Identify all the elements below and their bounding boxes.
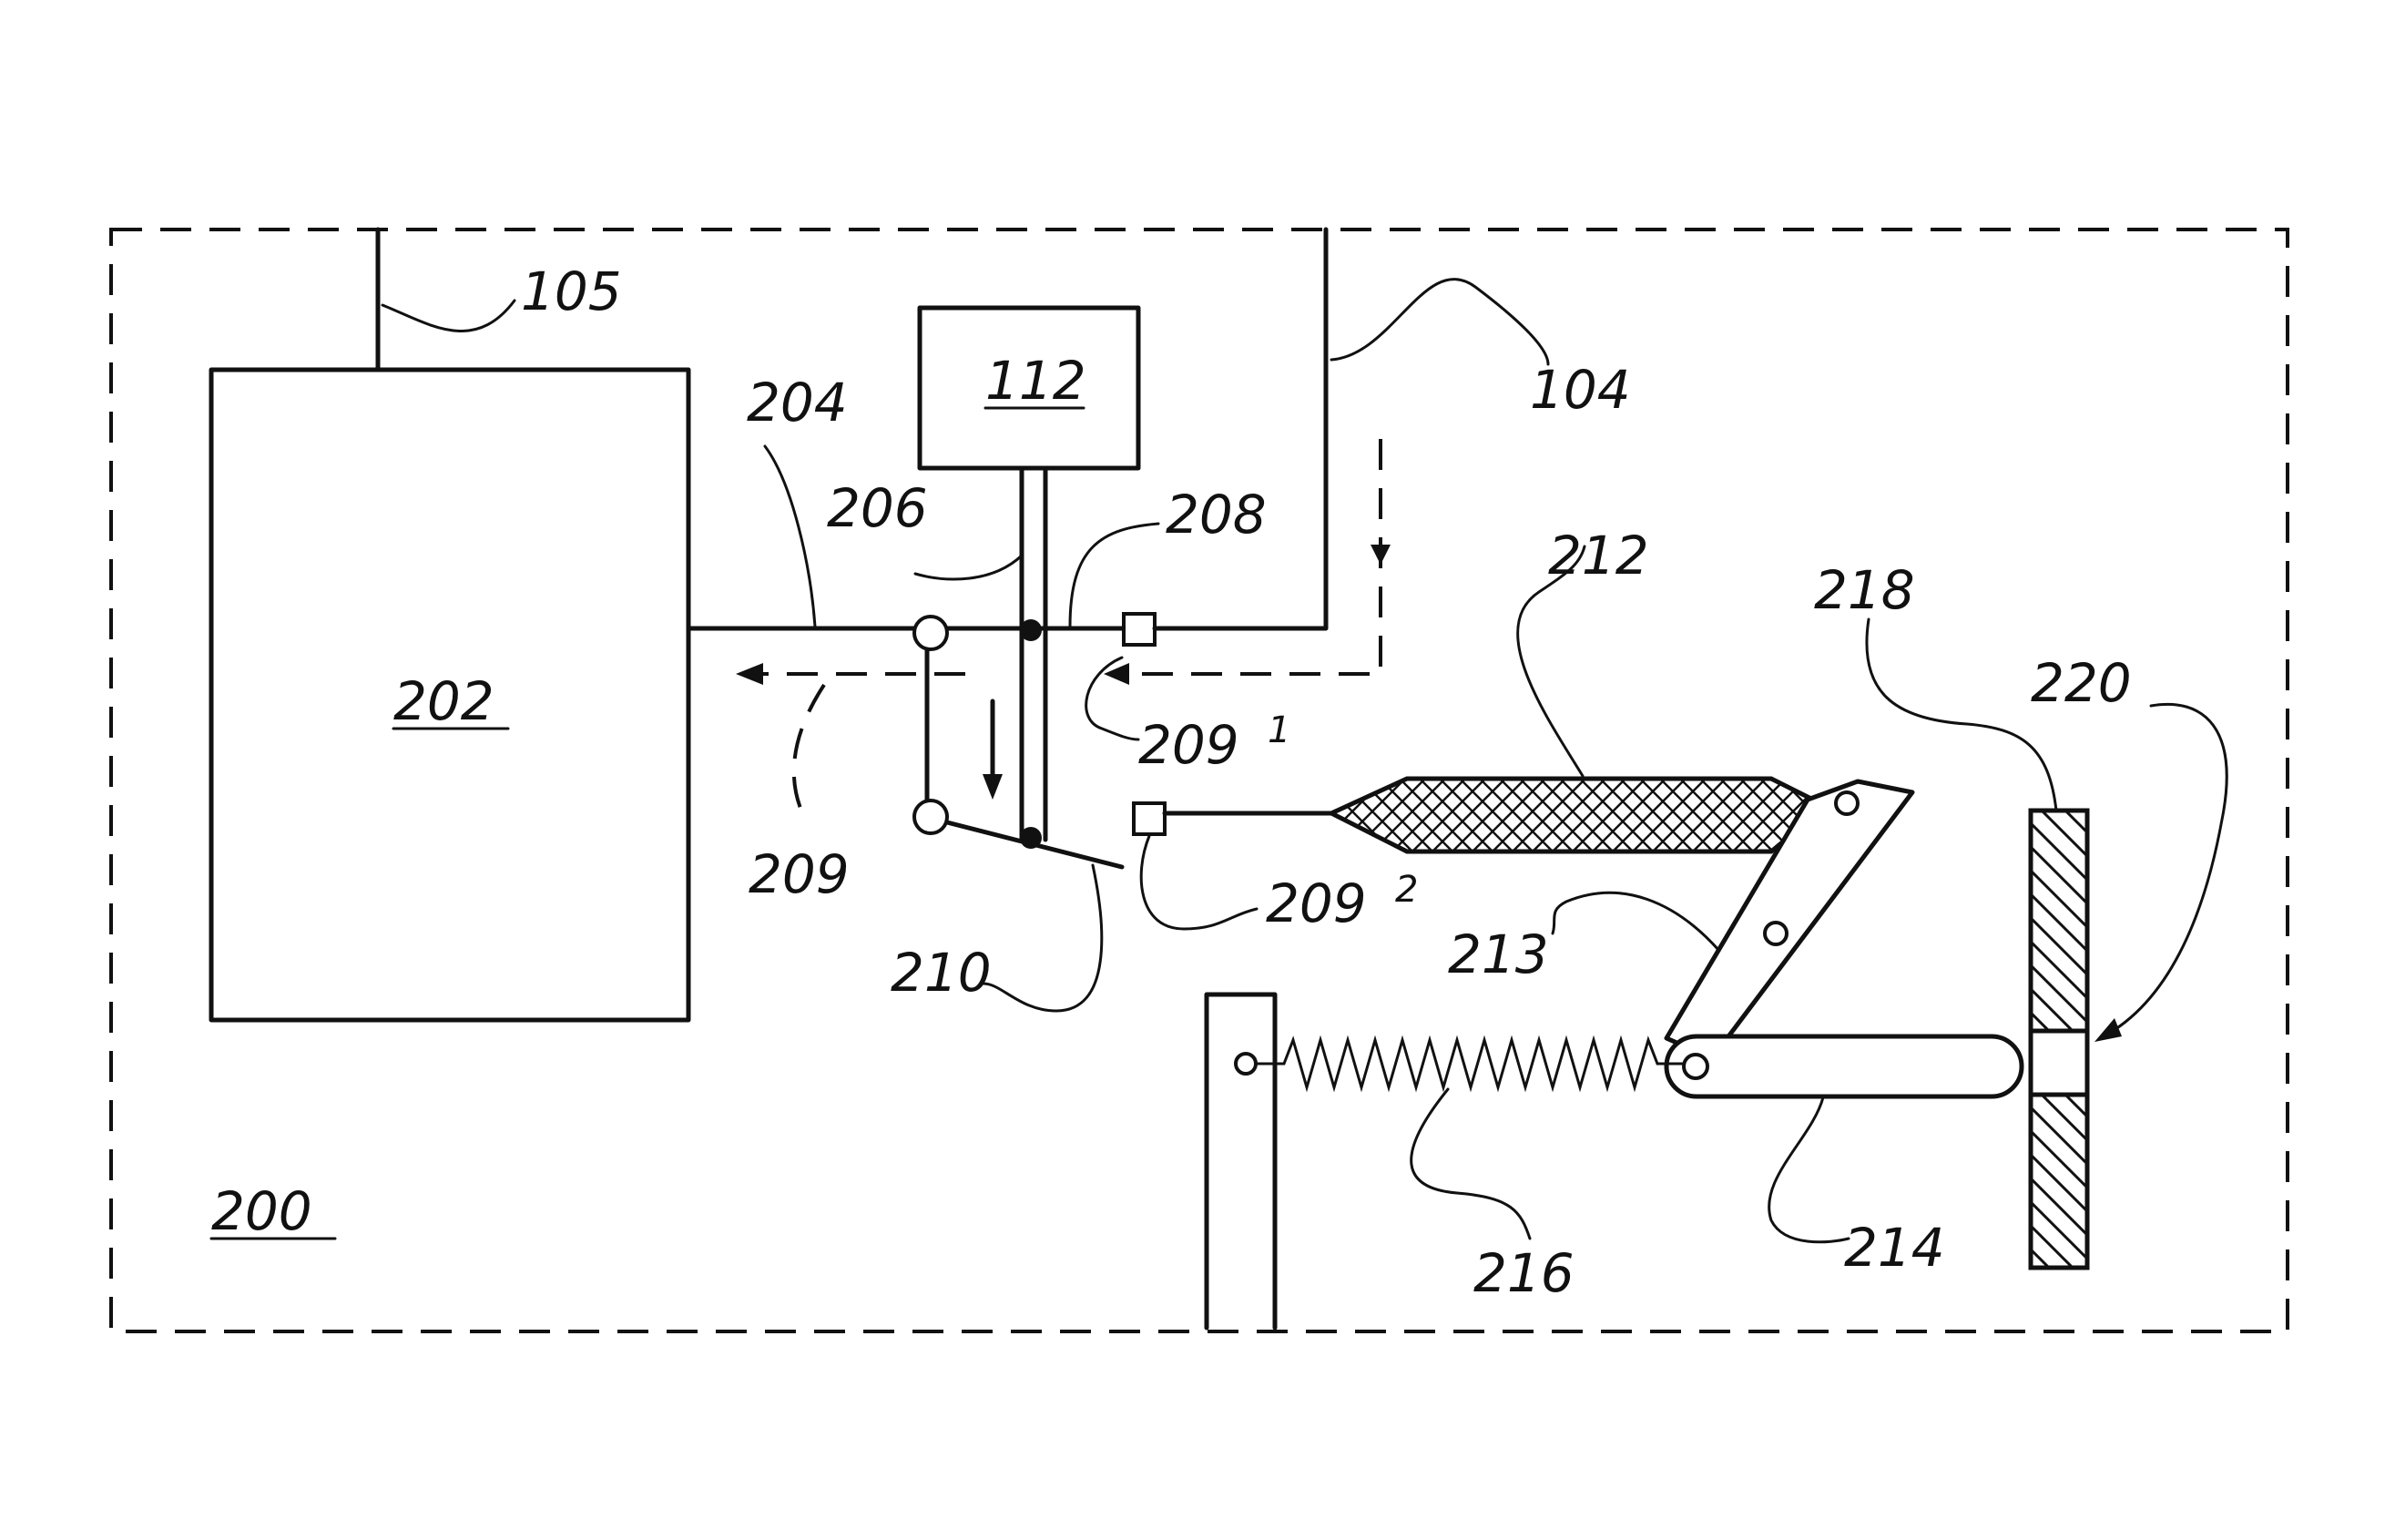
gate-lower (2031, 1095, 2087, 1268)
label-105: 105 (521, 260, 622, 322)
gate-gap (2031, 1031, 2087, 1095)
arrowhead-down-mid (983, 774, 1003, 800)
label-204: 204 (747, 372, 848, 433)
label-209-2: 209 (1266, 872, 1367, 934)
label-210: 210 (891, 942, 992, 1004)
leader-206 (915, 556, 1022, 579)
label-112: 112 (985, 350, 1086, 412)
leader-104 (1331, 280, 1548, 364)
valve-upper (914, 617, 947, 649)
label-209-1: 209 (1138, 714, 1239, 776)
leader-213 (1553, 892, 1719, 951)
leader-204 (765, 446, 815, 627)
label-104: 104 (1530, 359, 1631, 421)
line-104 (1167, 229, 1326, 628)
label-200: 200 (211, 1180, 312, 1242)
spring-anchor (1236, 1054, 1256, 1074)
leader-210 (983, 865, 1102, 1011)
label-209: 209 (749, 843, 850, 905)
wall-post (1207, 994, 1275, 1328)
bar-214 (1666, 1036, 2022, 1096)
leader-216 (1412, 1089, 1530, 1239)
leader-209 (794, 685, 824, 811)
sensor-209-1 (1124, 614, 1155, 645)
arrowhead-down-right (1371, 545, 1391, 565)
label-218: 218 (1814, 559, 1915, 621)
gate-upper (2031, 811, 2087, 1031)
leader-209-2 (1141, 836, 1257, 929)
valve-lower (914, 801, 947, 833)
leader-105 (382, 301, 515, 331)
sensor-209-2 (1134, 803, 1165, 834)
label-209-1-sup: 1 (1268, 709, 1290, 751)
leader-220 (2104, 704, 2227, 1036)
leader-209-1 (1086, 658, 1138, 739)
pivot-upper (1020, 619, 1042, 641)
label-214: 214 (1844, 1217, 1945, 1279)
label-209-2-sup: 2 (1395, 869, 1418, 911)
label-202: 202 (393, 670, 494, 732)
label-208: 208 (1166, 484, 1267, 546)
label-213: 213 (1448, 923, 1549, 985)
label-220: 220 (2031, 652, 2132, 714)
spring-216 (1257, 1040, 1683, 1087)
arrowhead-left-main (736, 663, 763, 685)
pivot-214 (1684, 1055, 1707, 1078)
element-212 (1331, 779, 1826, 852)
label-216: 216 (1473, 1242, 1575, 1304)
system-boundary-200 (111, 229, 2288, 1331)
label-206: 206 (827, 477, 928, 539)
label-212: 212 (1548, 525, 1649, 586)
leader-218 (1867, 619, 2056, 811)
leader-208 (1070, 524, 1158, 627)
leader-214 (1769, 1097, 1849, 1242)
arrowhead-220 (2094, 1018, 2122, 1042)
